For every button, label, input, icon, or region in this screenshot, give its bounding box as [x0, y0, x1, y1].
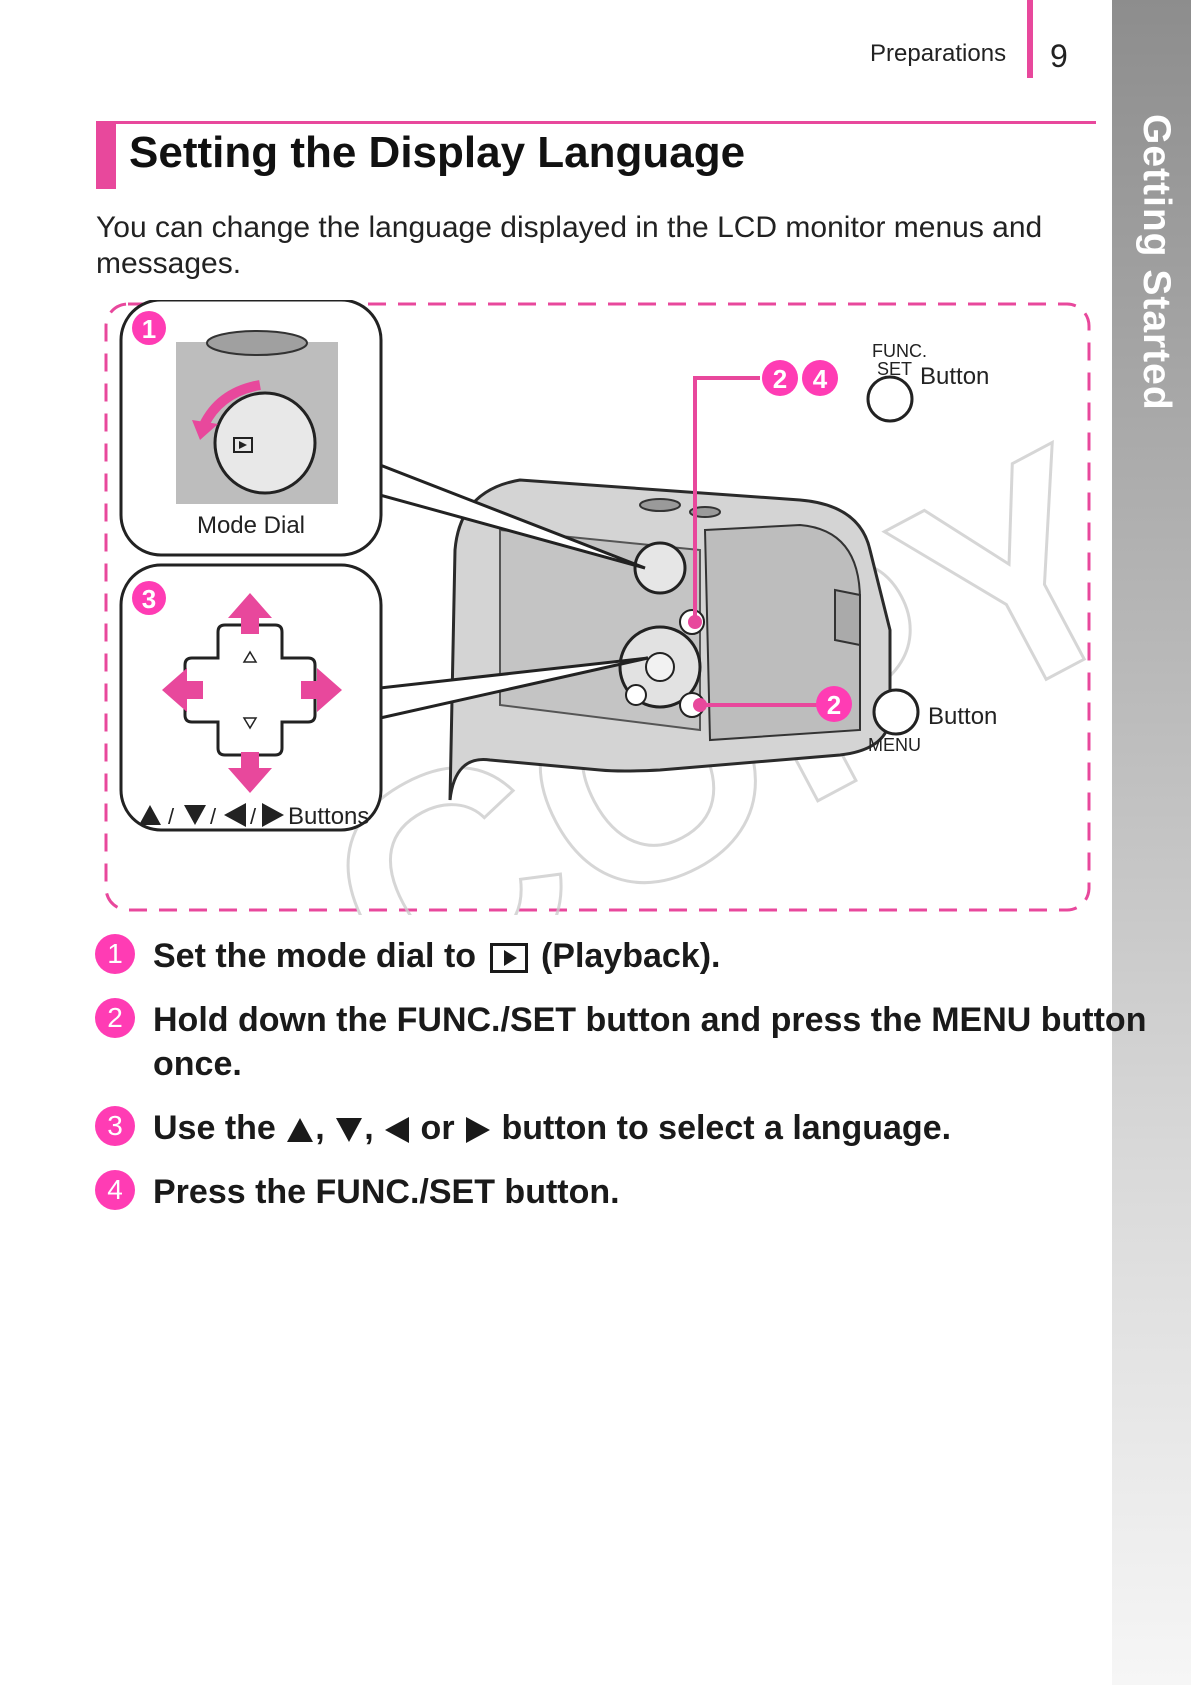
func-callout-line [693, 376, 760, 622]
func-button-label: Button [920, 363, 989, 390]
svg-text:/: / [210, 804, 217, 829]
chapter-tab: Getting Started [1112, 0, 1191, 1685]
down-arrow-icon [336, 1118, 363, 1143]
title-accent-bar [96, 121, 116, 189]
menu-button-label: Button [928, 703, 997, 730]
dpad-drawing [183, 623, 317, 757]
func-set-button-icon [866, 375, 914, 423]
step-text: Use the , , or button to select a langua… [153, 1109, 952, 1147]
camera-illustration [448, 478, 892, 801]
svg-text:4: 4 [813, 364, 828, 394]
svg-text:/: / [168, 804, 175, 829]
diagram-frame [104, 302, 1091, 912]
menu-button-icon [872, 688, 920, 736]
up-arrow-icon [287, 1118, 314, 1143]
dpad-badge [132, 581, 166, 615]
right-arrow-icon [466, 1117, 490, 1144]
svg-text:/: / [250, 804, 257, 829]
svg-text:1: 1 [142, 314, 156, 344]
mode-dial-badge [132, 311, 166, 345]
left-arrow-icon [224, 803, 246, 827]
page-divider [1027, 0, 1033, 78]
down-arrow-icon [184, 805, 206, 825]
func-badge-2 [762, 360, 798, 396]
rotate-arrow [199, 380, 261, 428]
up-arrow-icon [139, 805, 161, 825]
menu-label: MENU [868, 735, 921, 755]
right-arrow-icon [262, 803, 284, 827]
mode-dial-label: Mode Dial [197, 512, 305, 539]
chapter-tab-label: Getting Started [1135, 114, 1178, 411]
mode-dial-drawing [213, 391, 317, 495]
intro-text: You can change the language displayed in… [96, 211, 1043, 280]
playback-icon [489, 943, 528, 974]
step-text: Press the FUNC./SET button. [153, 1173, 620, 1211]
left-arrow-icon [385, 1117, 410, 1144]
func-label-bottom: SET [877, 359, 912, 379]
camera-diagram: COPY 1 Mode Dial [100, 300, 1095, 915]
func-badge-4 [802, 360, 838, 396]
step-number: 2 [95, 998, 135, 1038]
page-title: Setting the Display Language [129, 128, 746, 177]
step-number: 1 [95, 934, 135, 974]
step-number: 3 [95, 1106, 135, 1146]
step-text: Hold down the FUNC./SET button and press… [153, 1001, 1147, 1083]
menu-badge [816, 686, 852, 722]
svg-text:3: 3 [142, 584, 156, 614]
step-number: 4 [95, 1170, 135, 1210]
func-label-top: FUNC. [872, 341, 927, 361]
svg-text:2: 2 [827, 690, 841, 720]
title-rule [96, 121, 1096, 124]
svg-text:2: 2 [773, 364, 787, 394]
dpad-label: Buttons [288, 803, 369, 830]
page-number: 9 [1050, 38, 1068, 74]
section-name: Preparations [870, 40, 1007, 67]
step-text: Set the mode dial to (Playback). [153, 937, 721, 975]
